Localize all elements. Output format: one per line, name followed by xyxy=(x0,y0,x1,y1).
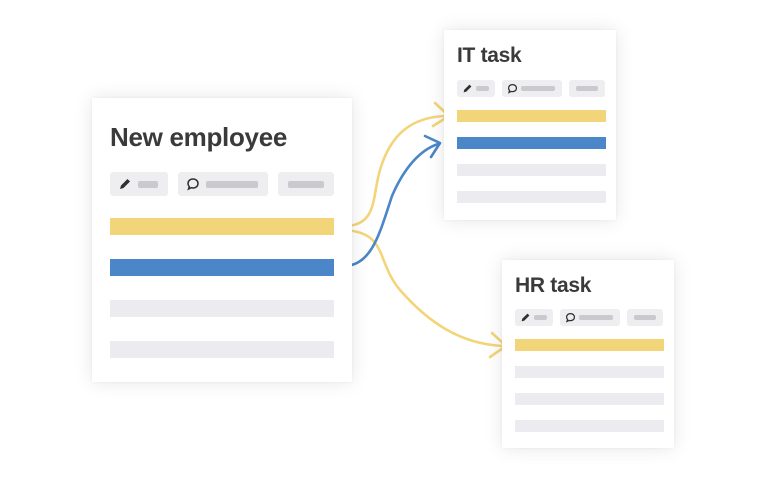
yellow-row xyxy=(515,339,664,351)
blue-arrow-head-it xyxy=(423,134,442,159)
blue-arrow-to-it xyxy=(342,142,440,268)
more-chip[interactable] xyxy=(278,172,334,196)
yellow-arrow-to-hr xyxy=(342,228,505,348)
gray-row xyxy=(110,300,334,317)
edit-chip[interactable] xyxy=(457,80,495,97)
gray-row xyxy=(515,393,664,405)
chip-text-line xyxy=(476,86,489,91)
comment-icon xyxy=(507,83,518,94)
comment-chip[interactable] xyxy=(502,80,562,97)
edit-chip[interactable] xyxy=(515,309,553,326)
chip-text-line xyxy=(534,315,547,320)
card-title: HR task xyxy=(515,274,592,297)
gray-row xyxy=(110,341,334,358)
comment-chip[interactable] xyxy=(560,309,620,326)
edit-chip[interactable] xyxy=(110,172,168,196)
hr-task-card: HR task xyxy=(502,260,674,448)
pencil-icon xyxy=(463,84,472,93)
gray-row xyxy=(515,366,664,378)
chip-text-line xyxy=(634,315,656,320)
yellow-row xyxy=(457,110,606,122)
card-title: IT task xyxy=(457,44,522,67)
more-chip[interactable] xyxy=(627,309,663,326)
gray-row xyxy=(515,420,664,432)
pencil-icon xyxy=(521,313,530,322)
card-title: New employee xyxy=(110,122,288,152)
comment-icon xyxy=(187,178,199,191)
yellow-arrow-to-it xyxy=(342,114,448,228)
chip-text-line xyxy=(521,86,555,91)
pencil-icon xyxy=(120,179,130,189)
more-chip[interactable] xyxy=(569,80,605,97)
blue-row xyxy=(110,259,334,276)
it-task-card: IT task xyxy=(444,30,616,220)
blue-row xyxy=(457,137,606,149)
chip-text-line xyxy=(288,181,324,188)
comment-chip[interactable] xyxy=(178,172,268,196)
new-employee-card: New employee xyxy=(92,98,352,382)
chip-text-line xyxy=(138,181,158,188)
comment-icon xyxy=(565,312,576,323)
yellow-row xyxy=(110,218,334,235)
gray-row xyxy=(457,191,606,203)
chip-text-line xyxy=(579,315,613,320)
chip-text-line xyxy=(206,181,258,188)
chip-text-line xyxy=(576,86,598,91)
gray-row xyxy=(457,164,606,176)
